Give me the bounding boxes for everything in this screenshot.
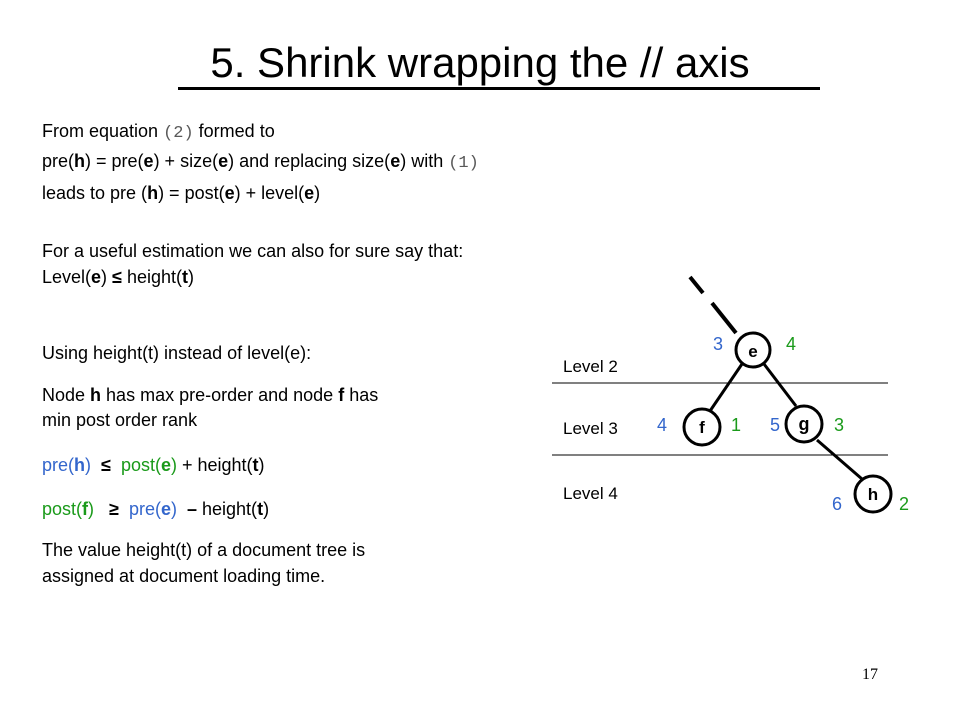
text-run: height( — [197, 499, 258, 519]
node-line-2: min post order rank — [42, 410, 198, 430]
pre-rank-h: 6 — [832, 494, 842, 514]
node-ref: e — [390, 151, 401, 171]
slide-title: 5. Shrink wrapping the // axis — [210, 39, 750, 86]
node-ref: f — [82, 499, 89, 519]
text-run: ) — [263, 499, 270, 519]
node-ref: h — [74, 455, 86, 475]
equation-line-1: From equation (2) formed to — [42, 118, 275, 147]
text-run: From equation — [42, 121, 164, 141]
text-run: has — [344, 385, 379, 405]
text-run: pre( — [42, 455, 75, 475]
node-ref: h — [147, 183, 159, 203]
node-e — [734, 331, 772, 369]
node-ref: e — [91, 267, 102, 287]
node-label-g: g — [799, 414, 810, 434]
parent-edge-dash — [710, 301, 738, 335]
node-label-f: f — [699, 418, 705, 437]
text-run: ) = pre( — [85, 151, 144, 171]
equation-ref: (2) — [163, 124, 194, 143]
text-run: ) — [314, 183, 321, 203]
node-line-1: Node h has max pre-order and node f has — [42, 382, 378, 408]
node-ref: h — [74, 151, 86, 171]
level-label: Level 4 — [563, 484, 618, 503]
text-run: height( — [121, 267, 182, 287]
post-inequality: post(f) ≥ pre(e) – height(t) — [42, 496, 269, 522]
leq-symbol: ≤ — [101, 455, 111, 475]
text-run: ) — [85, 455, 92, 475]
edge-e-g — [762, 363, 798, 407]
text-run: ) — [258, 455, 265, 475]
text-run: has max pre-order and node — [101, 385, 339, 405]
text-run: ) = post( — [158, 183, 225, 203]
pre-rank-f: 4 — [657, 415, 667, 435]
text-run: ) with — [400, 151, 449, 171]
text-run: formed to — [193, 121, 275, 141]
node-ref: e — [224, 183, 235, 203]
text-run: Level( — [42, 267, 92, 287]
node-g — [784, 404, 824, 444]
node-ref: e — [160, 455, 171, 475]
level-label: Level 3 — [563, 419, 618, 438]
text-run: leads to pre ( — [42, 183, 148, 203]
node-ref: f — [338, 385, 345, 405]
text-run: Node — [42, 385, 91, 405]
post-rank-f: 1 — [731, 415, 741, 435]
tree-ref: t — [257, 499, 264, 519]
tree-ref: t — [252, 455, 259, 475]
estimation-line-1: For a useful estimation we can also for … — [42, 241, 464, 261]
value-line-1: The value height(t) of a document tree i… — [42, 540, 366, 560]
text-run: pre( — [128, 499, 161, 519]
node-label-h: h — [868, 485, 878, 504]
equation-line-3: leads to pre (h) = post(e) + level(e) — [42, 180, 320, 206]
estimation-line-2: Level(e) ≤ height(t) — [42, 264, 194, 290]
node-h — [853, 474, 893, 514]
pre-inequality: pre(h) ≤ post(e) + height(t) — [42, 452, 265, 478]
pre-rank-g: 5 — [770, 415, 780, 435]
text-run: ) — [170, 499, 177, 519]
text-run: ) — [88, 499, 95, 519]
text-run: ) — [187, 267, 194, 287]
edge-e-f — [708, 363, 744, 412]
edge-g-h — [816, 438, 863, 481]
node-ref: h — [90, 385, 102, 405]
post-rank-e: 4 — [786, 334, 796, 354]
text-run: ) — [101, 267, 113, 287]
minus-sign: – — [187, 499, 198, 519]
node-ref: e — [143, 151, 154, 171]
parent-edge-dash — [688, 275, 705, 295]
geq-symbol: ≥ — [109, 499, 119, 519]
pre-rank-e: 3 — [713, 334, 723, 354]
node-label-e: e — [748, 342, 757, 361]
page-number: 17 — [862, 666, 878, 683]
text-run: ) and replacing size( — [228, 151, 391, 171]
node-f — [682, 407, 722, 447]
text-run: ) + level( — [234, 183, 305, 203]
node-ref: e — [218, 151, 229, 171]
text-run: pre( — [42, 151, 75, 171]
equation-ref: (1) — [448, 154, 479, 173]
node-ref: e — [160, 499, 171, 519]
text-run: post( — [120, 455, 161, 475]
post-rank-h: 2 — [899, 494, 909, 514]
title-underline — [178, 87, 820, 90]
equation-line-2: pre(h) = pre(e) + size(e) and replacing … — [42, 148, 479, 177]
tree-ref: t — [181, 267, 188, 287]
post-rank-g: 3 — [834, 415, 844, 435]
text-run: + height( — [176, 455, 253, 475]
using-height-line: Using height(t) instead of level(e): — [42, 343, 312, 363]
level-label: Level 2 — [563, 357, 618, 376]
value-line-2: assigned at document loading time. — [42, 566, 326, 586]
text-run: ) — [170, 455, 177, 475]
node-ref: e — [304, 183, 315, 203]
leq-symbol: ≤ — [112, 267, 122, 287]
text-run: ) + size( — [153, 151, 219, 171]
text-run: post( — [42, 499, 83, 519]
